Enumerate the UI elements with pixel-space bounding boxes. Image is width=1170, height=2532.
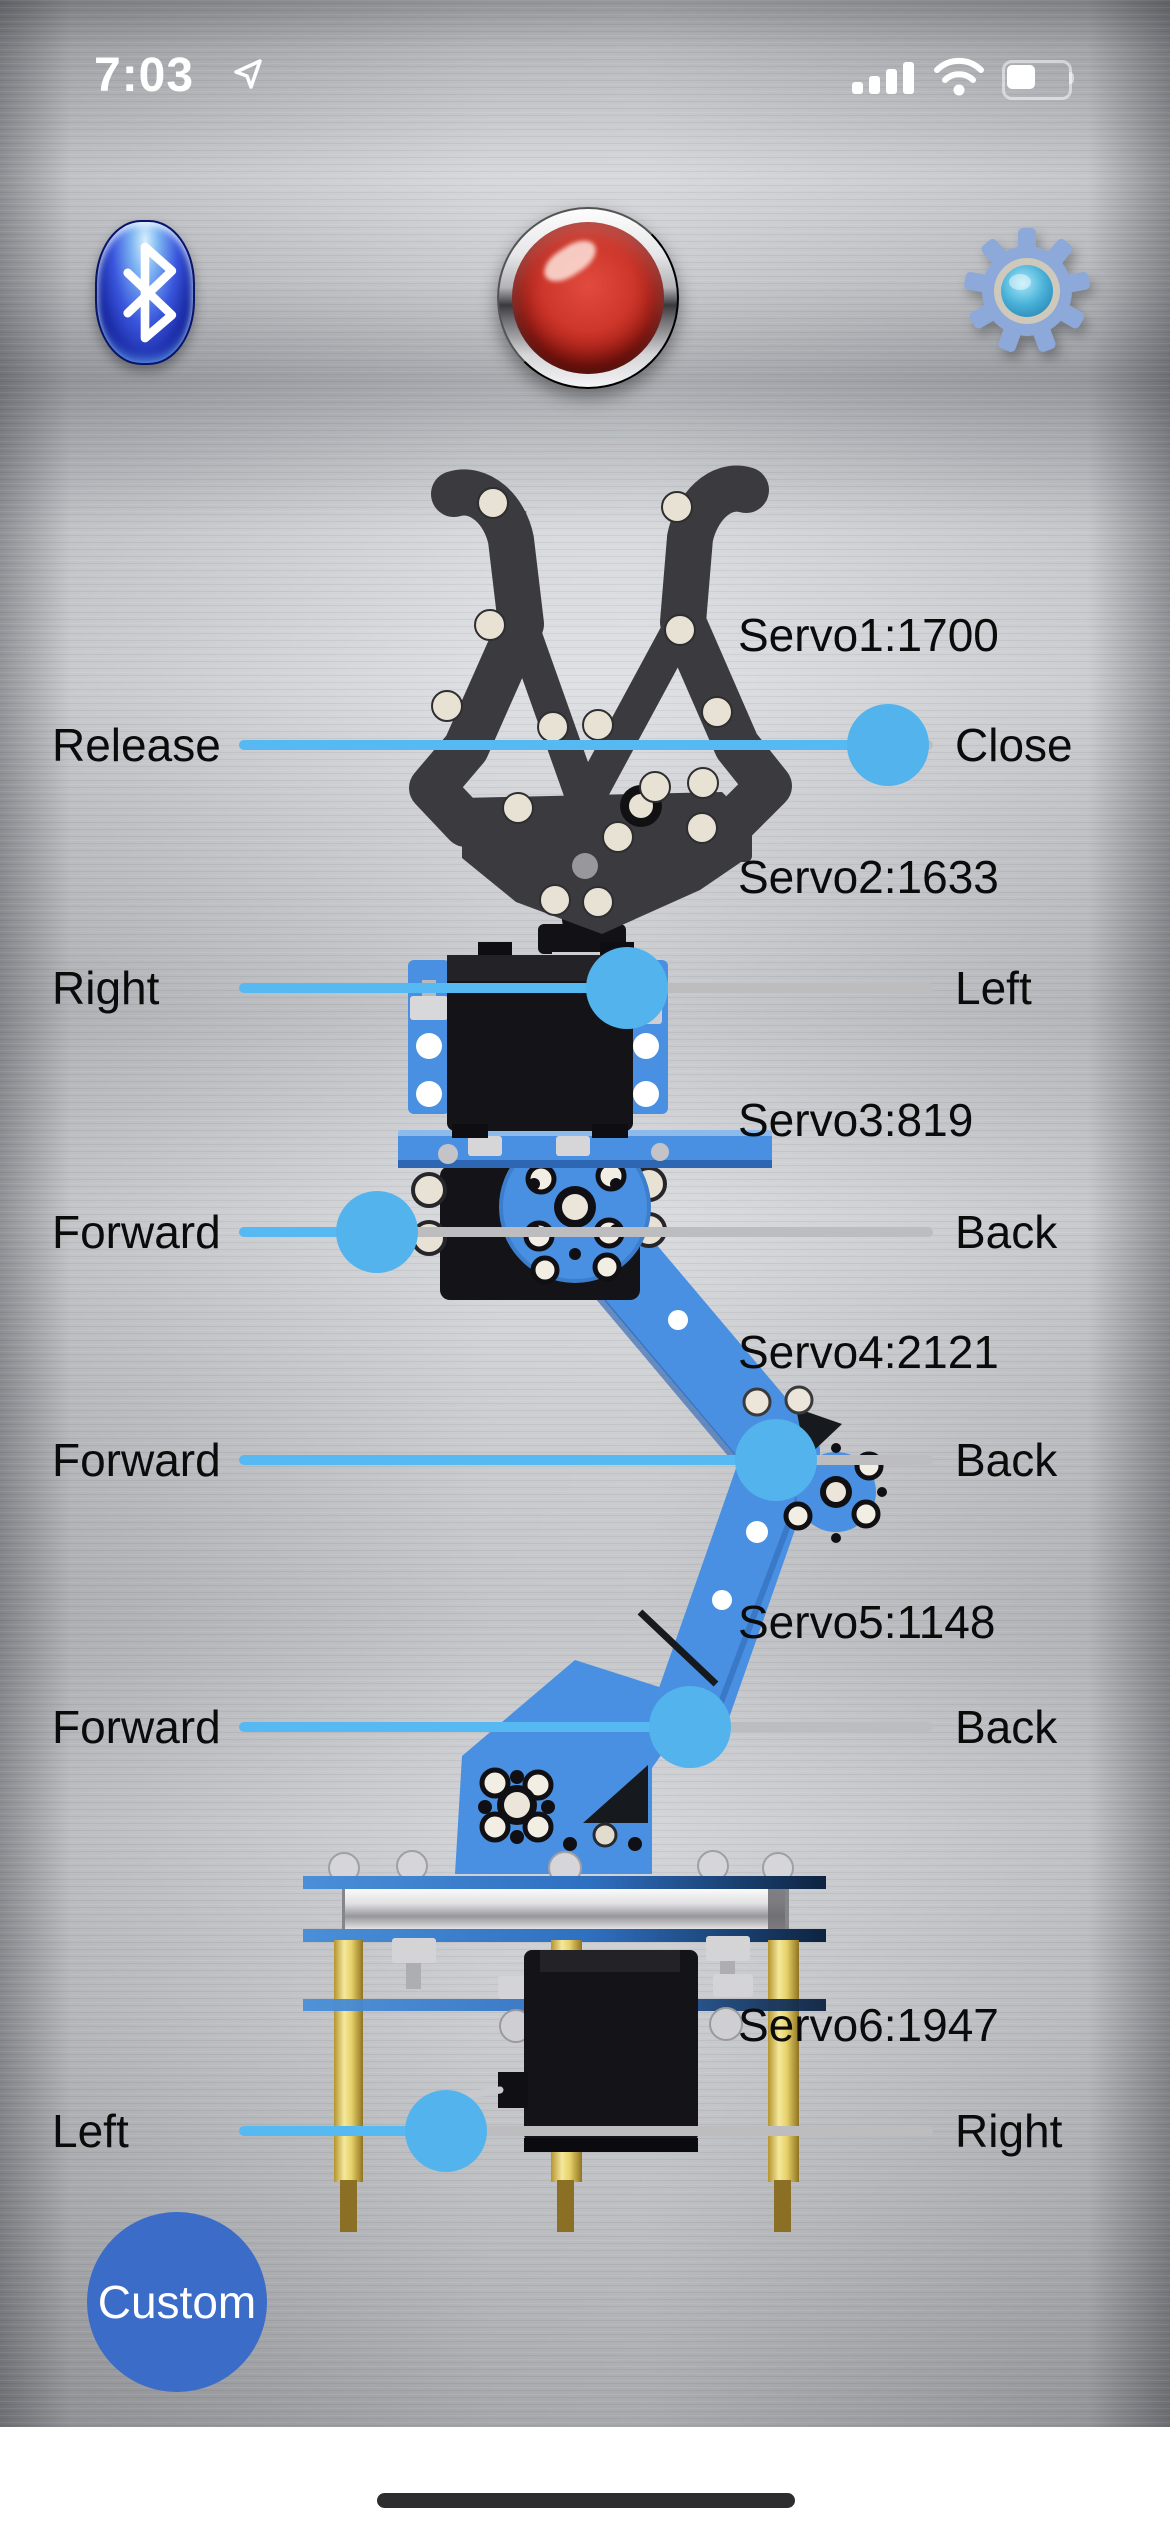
servo5-slider[interactable] bbox=[239, 1686, 933, 1768]
servo3-assembly bbox=[411, 1131, 667, 1300]
servo1-max-label: Close bbox=[955, 719, 1073, 771]
servo4-max-label: Back bbox=[955, 1434, 1058, 1486]
servo2-max-label: Left bbox=[955, 962, 1032, 1014]
servo5-max-label: Back bbox=[955, 1701, 1058, 1753]
servo3-min-label: Forward bbox=[52, 1206, 221, 1258]
servo6-slider[interactable] bbox=[239, 2090, 933, 2172]
servo2-slider[interactable] bbox=[239, 947, 933, 1029]
servo3-slider-fill bbox=[239, 1227, 377, 1237]
servo6-max-label: Right bbox=[955, 2105, 1063, 2157]
servo5-slider-thumb[interactable] bbox=[649, 1686, 731, 1768]
status-bar: 7:03 bbox=[0, 0, 1170, 130]
servo5-value-label: Servo5:1148 bbox=[738, 1596, 996, 1648]
servo1-min-label: Release bbox=[52, 719, 221, 771]
bluetooth-button[interactable] bbox=[95, 220, 195, 365]
servo2-min-label: Right bbox=[52, 962, 160, 1014]
bluetooth-icon bbox=[123, 242, 177, 343]
servo3-value-label: Servo3:819 bbox=[738, 1094, 974, 1146]
servo3-slider-thumb[interactable] bbox=[336, 1191, 418, 1273]
base-assembly bbox=[303, 1660, 826, 2232]
servo1-slider[interactable] bbox=[239, 704, 933, 786]
servo1-slider-thumb[interactable] bbox=[847, 704, 929, 786]
servo6-slider-thumb[interactable] bbox=[405, 2090, 487, 2172]
servo4-value-label: Servo4:2121 bbox=[738, 1326, 999, 1378]
servo4-slider[interactable] bbox=[239, 1419, 933, 1501]
power-button[interactable] bbox=[497, 207, 679, 389]
gear-icon bbox=[964, 228, 1090, 352]
servo4-slider-thumb[interactable] bbox=[735, 1419, 817, 1501]
arm-plate bbox=[398, 1130, 772, 1168]
servo4-slider-fill bbox=[239, 1455, 776, 1465]
wifi-icon bbox=[934, 57, 984, 96]
clock: 7:03 bbox=[94, 49, 195, 102]
battery-icon bbox=[1002, 60, 1076, 100]
servo3-slider[interactable] bbox=[239, 1191, 933, 1273]
servo3-max-label: Back bbox=[955, 1206, 1058, 1258]
servo1-slider-fill bbox=[239, 740, 888, 750]
servo2-slider-thumb[interactable] bbox=[586, 947, 668, 1029]
location-arrow-icon bbox=[234, 59, 262, 89]
servo1-value-label: Servo1:1700 bbox=[738, 609, 999, 661]
home-indicator[interactable] bbox=[377, 2493, 795, 2508]
servo2-value-label: Servo2:1633 bbox=[738, 851, 999, 903]
settings-button[interactable] bbox=[962, 226, 1092, 356]
servo5-min-label: Forward bbox=[52, 1701, 221, 1753]
home-indicator-area bbox=[0, 2427, 1170, 2532]
servo6-slider-fill bbox=[239, 2126, 446, 2136]
servo4-min-label: Forward bbox=[52, 1434, 221, 1486]
servo6-min-label: Left bbox=[52, 2105, 129, 2157]
cellular-signal-icon bbox=[852, 62, 914, 94]
servo2-slider-fill bbox=[239, 983, 627, 993]
servo5-slider-fill bbox=[239, 1722, 690, 1732]
gripper-claw bbox=[409, 465, 792, 934]
servo6-value-label: Servo6:1947 bbox=[738, 1999, 999, 2051]
custom-button[interactable]: Custom bbox=[87, 2212, 267, 2392]
